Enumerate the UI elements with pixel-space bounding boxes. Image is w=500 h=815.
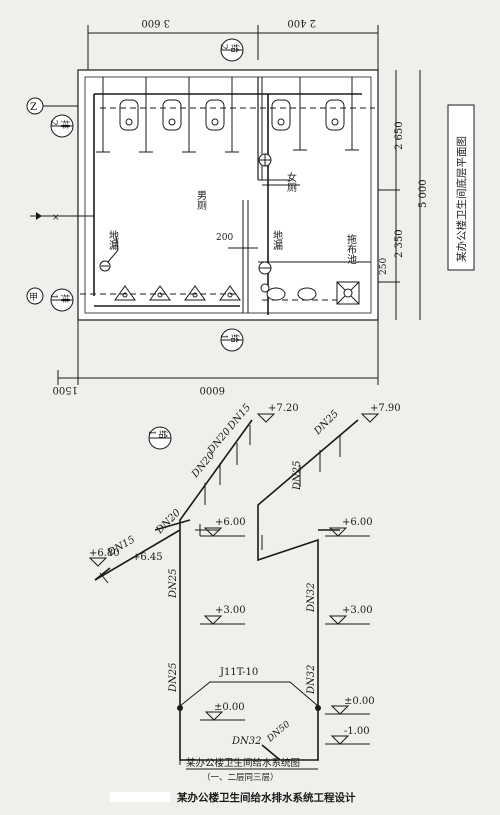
- supply-num: 1: [218, 334, 228, 340]
- inlet-arrow-icon: [36, 212, 42, 220]
- plan-title: 某办公楼卫生间底层平面图: [455, 136, 468, 262]
- white-patch: [110, 792, 170, 802]
- supply-tag: 给: [229, 334, 241, 343]
- floor-plan: 3 600 2 400: [26, 17, 475, 395]
- meter-arc: [179, 681, 319, 707]
- mop-pool: [336, 281, 360, 305]
- branch-left-low: [94, 529, 181, 581]
- stall-partitions: [96, 77, 359, 153]
- elev-300-left: +3.00: [215, 605, 246, 616]
- branch-stub: [154, 519, 191, 531]
- dim-bottom-left: 1500: [53, 384, 78, 395]
- branch-small: [94, 567, 111, 581]
- elev-000-right: ±0.00: [344, 696, 375, 707]
- pipe-dn25top: DN25: [312, 408, 341, 437]
- elev-600-left: +6.00: [215, 517, 246, 528]
- supply-marker-1: [220, 328, 244, 352]
- pipe-dn25-low: DN25: [168, 663, 179, 694]
- squat-toilet: [219, 285, 241, 301]
- axis-jia-label: 甲: [29, 292, 38, 303]
- riser-symbol: [258, 261, 272, 275]
- supply-tag: 给: [229, 44, 241, 53]
- drain-num: 2: [48, 120, 58, 126]
- squat-toilet: [184, 285, 206, 301]
- dim-right-upper: 2 650: [394, 121, 405, 150]
- inlet-pipe: [261, 744, 281, 761]
- axis-z-label: Z: [30, 102, 37, 113]
- bottom-header-pipe: [179, 705, 319, 761]
- room-female-label: 女厕: [285, 171, 297, 193]
- dim-right-total: 5 000: [418, 179, 429, 208]
- floor-drain-icon: [99, 235, 119, 272]
- elev-720: +7.20: [268, 403, 299, 414]
- dim-inner: 200: [216, 233, 233, 243]
- axis-bubble: [26, 287, 44, 305]
- junction-dot: [315, 705, 321, 711]
- inlet-mark: ×: [52, 213, 60, 223]
- floor-drain-icon: [260, 283, 270, 293]
- plan-title-box: [447, 104, 475, 271]
- drain-num: 1: [48, 294, 58, 300]
- system-title: 某办公楼卫生间给水系统图: [186, 757, 300, 769]
- dim-bottom-main: 6000: [200, 384, 225, 395]
- drain-tag: 排: [59, 294, 71, 303]
- riser-tag: 给: [157, 430, 169, 439]
- supply-num: 2: [218, 44, 228, 50]
- faucet-marks: [261, 435, 341, 550]
- pipe-dn20b: DN20: [189, 450, 217, 481]
- washbasin: [266, 287, 286, 301]
- meter-label: J11T-10: [219, 667, 258, 678]
- faucet-marks: [195, 425, 251, 536]
- drain-tag: 排: [59, 120, 71, 129]
- elev-790: +7.90: [370, 403, 401, 414]
- elev-minus100: -1.00: [344, 726, 370, 737]
- floor-drain-label: 地漏: [271, 229, 283, 251]
- pipe-dn50: DN50: [265, 719, 293, 745]
- pipe-dn32a: DN32: [306, 583, 317, 614]
- caption: 某办公楼卫生间给水排水系统工程设计: [176, 791, 356, 804]
- pipe-dn32b: DN32: [306, 665, 317, 696]
- urinal: [205, 99, 225, 131]
- drain-marker-2: [50, 114, 74, 138]
- pipe-dn20c: DN20: [154, 507, 184, 537]
- squat-toilet: [149, 285, 171, 301]
- drain-marker-1: [50, 288, 74, 312]
- pipe-dn25-left: DN25: [168, 569, 179, 600]
- floor-drain-label: 地漏: [107, 229, 119, 251]
- supply-marker-2: [220, 38, 244, 62]
- elev-300-right: +3.00: [342, 605, 373, 616]
- right-riser-pipe: [257, 419, 359, 705]
- dim-right-lower: 2 350: [394, 229, 405, 258]
- pipe-dn32-bottom: DN32: [231, 736, 262, 747]
- dim-right-small: 250: [379, 258, 389, 275]
- urinal: [162, 99, 182, 131]
- junction-dot: [177, 705, 183, 711]
- system-subtitle: （一、二层同三层）: [202, 772, 279, 783]
- room-male-label: 男厕: [195, 190, 207, 211]
- squat-toilet: [114, 285, 136, 301]
- elev-600-right: +6.00: [342, 517, 373, 528]
- toilet: [325, 99, 345, 131]
- elev-680: +6.80: [89, 548, 120, 559]
- branch-mark: [99, 572, 109, 584]
- pipe-dn25-right: DN25: [292, 461, 303, 492]
- elev-645: +6.45: [132, 552, 163, 563]
- mop-pool-label: 拖布池: [345, 233, 357, 264]
- elevation-markers: [88, 413, 380, 745]
- supply-system-diagram: 给 1: [88, 402, 401, 783]
- dim-top-right: 2 400: [287, 17, 316, 28]
- urinal: [119, 99, 139, 131]
- pipe-dn15a: DN15: [225, 402, 253, 432]
- riser-symbol: [258, 153, 272, 167]
- left-riser-pipe: [179, 419, 253, 705]
- washbasin: [297, 287, 317, 301]
- toilet: [271, 99, 291, 131]
- riser-num: 1: [146, 430, 156, 436]
- dim-top-left: 3 600: [141, 17, 170, 28]
- elev-000-left: ±0.00: [214, 702, 245, 713]
- riser-marker: [148, 426, 172, 450]
